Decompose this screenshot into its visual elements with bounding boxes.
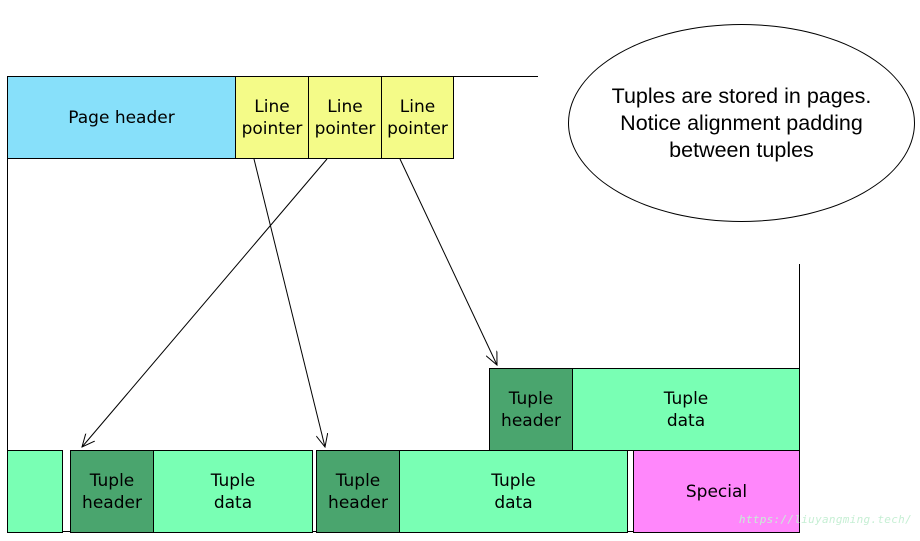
page-header-box: Page header (7, 76, 236, 159)
line-pointer-3: Line pointer (381, 76, 454, 159)
special-label: Special (685, 481, 748, 502)
page-header-label: Page header (68, 107, 175, 128)
page-left-border (7, 76, 8, 532)
tuple-header-label: Tuple header (82, 470, 142, 513)
note-text: Tuples are stored in pages. Notice align… (611, 83, 872, 162)
tuple-header-label: Tuple header (328, 470, 388, 513)
line-pointer-label: Line pointer (241, 96, 303, 139)
tuple-1-data: Tuple data (153, 450, 313, 533)
tuple-3-data: Tuple data (572, 368, 800, 451)
tuple-2-data: Tuple data (399, 450, 628, 533)
line-pointer-1: Line pointer (235, 76, 309, 159)
tuple-data-label: Tuple data (491, 470, 536, 513)
line-pointer-label: Line pointer (314, 96, 376, 139)
special-space: Special (633, 450, 800, 533)
tuple-3-header: Tuple header (489, 368, 573, 451)
arrow-pointer-2-to-tuple-1 (82, 158, 328, 447)
line-pointer-label: Line pointer (387, 96, 448, 139)
line-pointer-2: Line pointer (308, 76, 382, 159)
arrow-pointer-3-to-tuple-3 (399, 158, 497, 365)
watermark: https://liuyangming.tech/ (738, 513, 912, 526)
tuple-header-label: Tuple header (501, 388, 561, 431)
tuple-2-header: Tuple header (316, 450, 400, 533)
tuple-data-label: Tuple data (210, 470, 256, 513)
arrow-pointer-1-to-tuple-2 (253, 158, 325, 447)
tuple-1-header: Tuple header (70, 450, 154, 533)
free-space-fragment (7, 450, 63, 533)
note-bubble: Tuples are stored in pages. Notice align… (568, 24, 915, 222)
tuple-data-label: Tuple data (663, 388, 709, 431)
